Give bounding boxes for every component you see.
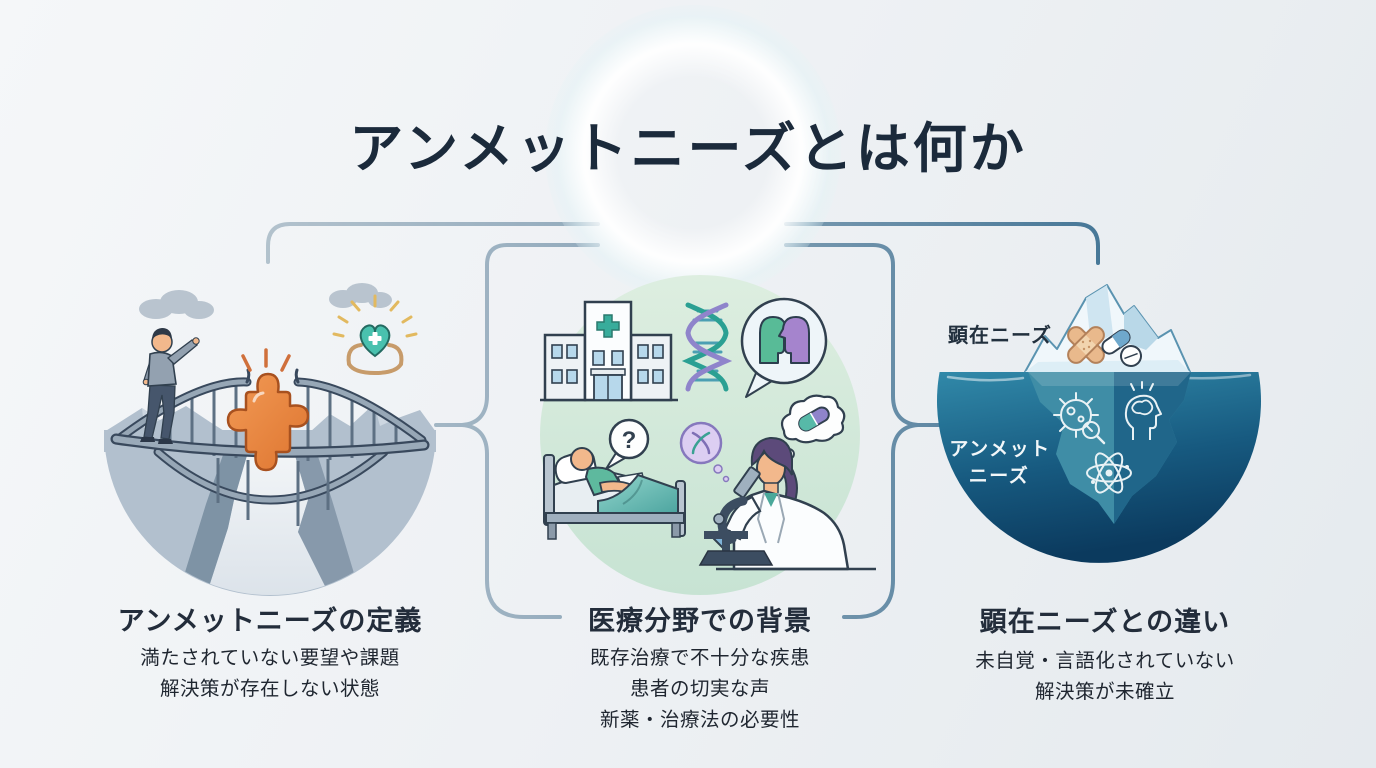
medical-line-3: 新薬・治療法の必要性 (599, 709, 800, 731)
bridge-gap-illustration (104, 283, 436, 596)
inner-bracket-right-bottom (842, 452, 895, 619)
brace-right (891, 394, 920, 456)
brain-head-icon (1124, 381, 1162, 440)
cloud-icon (139, 283, 392, 319)
atom-icon (1086, 452, 1132, 494)
hospital-icon (540, 300, 678, 402)
iceberg-illustration: 顕在ニーズ (937, 284, 1261, 563)
brace-left (460, 394, 489, 456)
definition-line-2: 解決策が存在しない状態 (159, 678, 380, 700)
microscope-icon (698, 466, 876, 571)
inner-bracket-right-top (784, 243, 895, 398)
dna-helix-icon (681, 302, 733, 392)
question-bubble-icon: ? (605, 418, 650, 470)
section-heading-definition: アンメットニーズの定義 (117, 606, 423, 636)
section-heading-medical-background: 医療分野での背景 (588, 606, 812, 636)
page-title: アンメットニーズとは何か (349, 116, 1027, 180)
conversation-bubble-icon (740, 297, 828, 398)
patient-in-bed (543, 447, 686, 540)
outer-bracket-left (266, 222, 600, 264)
heart-in-hands-icon (332, 294, 418, 375)
pills-icon (1101, 329, 1142, 367)
difference-line-1: 未自覚・言語化されていない (975, 650, 1235, 672)
inner-bracket-left-top (485, 243, 600, 398)
medical-line-2: 患者の切実な声 (629, 678, 770, 700)
section-body-difference: 未自覚・言語化されていない 解決策が未確立 (925, 646, 1285, 708)
unmet-needs-label-line1: アンメット (949, 439, 1050, 460)
definition-line-1: 満たされていない要望や課題 (140, 647, 400, 669)
explicit-needs-label: 顕在ニーズ (948, 323, 1052, 347)
person-figure (140, 328, 200, 444)
dna-thought-bubble-icon (679, 421, 730, 483)
section-heading-difference: 顕在ニーズとの違い (979, 607, 1231, 637)
puzzle-piece-icon (226, 372, 310, 472)
unmet-needs-label-line2: ニーズ (969, 464, 1030, 487)
outer-bracket-right (784, 222, 1100, 265)
section-body-definition: 満たされていない要望や課題 解決策が存在しない状態 (90, 643, 450, 705)
medical-scene-illustration: ? (540, 275, 876, 595)
inner-bracket-left-bottom (485, 452, 562, 619)
question-mark: ? (622, 427, 637, 454)
difference-line-2: 解決策が未確立 (1034, 681, 1175, 703)
medical-line-1: 既存治療で不十分な疾患 (589, 647, 810, 669)
section-body-medical-background: 既存治療で不十分な疾患 患者の切実な声 新薬・治療法の必要性 (520, 643, 880, 736)
bandage-icon (1067, 326, 1105, 364)
title-glow (545, 5, 841, 301)
spark-lines (241, 348, 291, 372)
virus-icon (1053, 392, 1106, 445)
